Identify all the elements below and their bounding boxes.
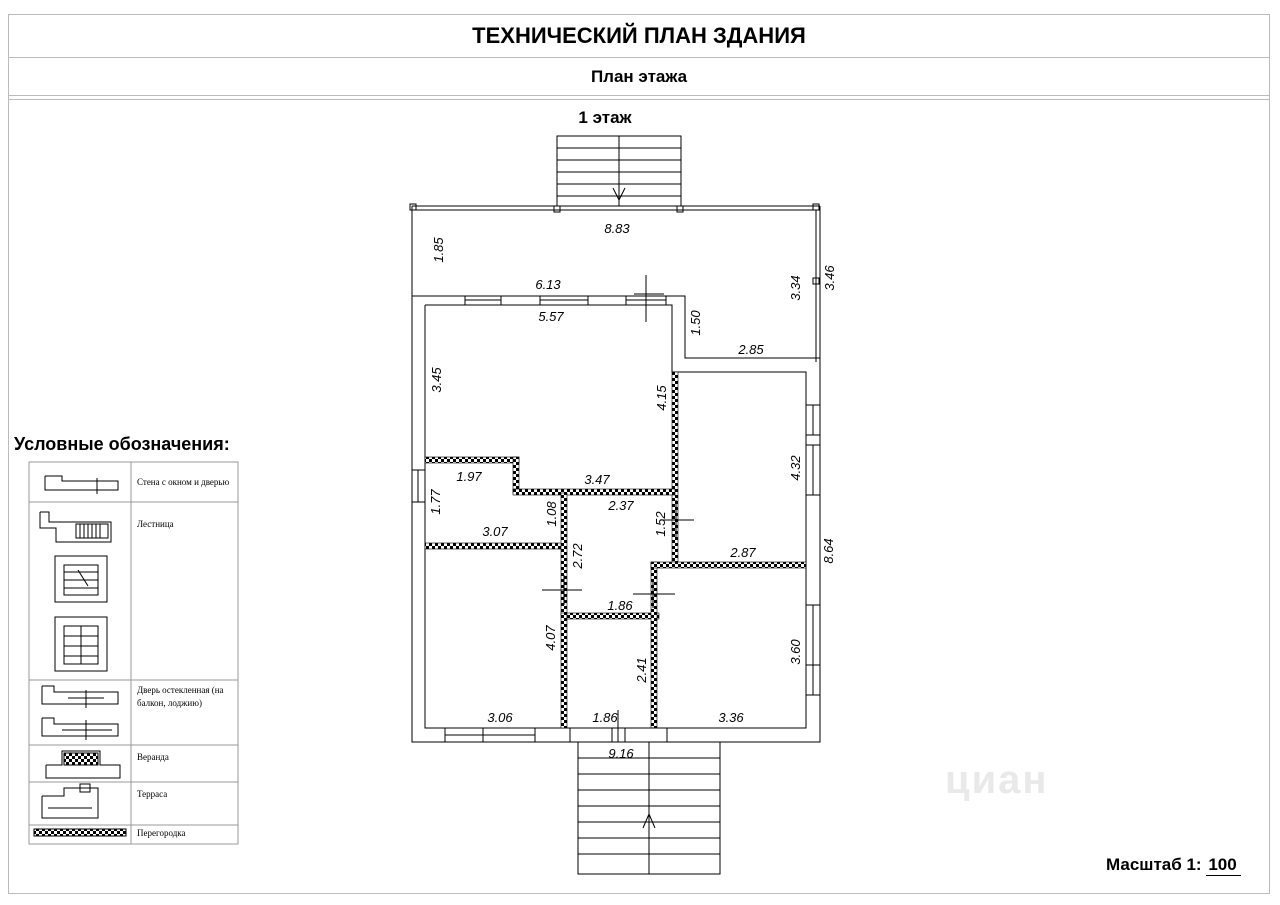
dim-room-left: 3.07: [482, 524, 508, 539]
dim-bath-bottom: 1.86: [592, 710, 618, 725]
drawing-area: [8, 99, 1270, 894]
dim-room-br-height: 3.60: [788, 639, 803, 665]
dim-corridor-v: 2.72: [570, 543, 585, 570]
dim-room-br-width: 3.36: [718, 710, 744, 725]
dim-right-outer: 3.46: [822, 265, 837, 291]
legend-label-glazed-door-1: Дверь остекленная (на: [137, 685, 224, 695]
legend-label-stairs: Лестница: [137, 519, 174, 529]
dim-room1-right: 4.15: [654, 385, 669, 411]
dim-hall-right: 3.47: [584, 472, 610, 487]
scale-indicator: Масштаб 1: 100: [1106, 855, 1241, 876]
legend-table: [28, 461, 239, 845]
floor-label: 1 этаж: [578, 108, 632, 127]
dim-total-width: 9.16: [608, 746, 634, 761]
legend-label-glazed-door-2: балкон, лоджию): [137, 698, 202, 708]
dim-bath-width: 1.86: [607, 598, 633, 613]
dim-corridor-a: 1.08: [544, 501, 559, 527]
dim-left-small: 1.77: [428, 489, 443, 515]
dim-room1-height: 3.45: [429, 367, 444, 393]
dim-room-bl-height: 4.07: [543, 625, 558, 651]
legend-title: Условные обозначения:: [14, 434, 230, 454]
legend-label-wall: Стена с окном и дверью: [137, 477, 230, 487]
top-stairs: [556, 135, 682, 207]
dim-hall-left: 1.97: [456, 469, 482, 484]
dim-corridor-width: 2.37: [607, 498, 634, 513]
outer-walls: [411, 295, 821, 743]
legend-label-terrace: Терраса: [137, 789, 167, 799]
veranda-outline: [409, 203, 821, 362]
scale-value: 100: [1206, 855, 1241, 876]
watermark-logo: циан: [945, 758, 1049, 802]
dim-corridor-height: 1.52: [653, 511, 668, 537]
legend-label-partition: Перегородка: [137, 828, 186, 838]
dim-room-right-mid: 2.87: [729, 545, 756, 560]
dim-total-height: 8.64: [821, 538, 836, 563]
partitions: [424, 371, 807, 729]
legend-symbols: [33, 475, 127, 837]
dim-room2-height: 4.32: [788, 455, 803, 481]
bottom-stairs: [569, 727, 721, 875]
legend-label-veranda: Веранда: [137, 752, 169, 762]
dim-room1-width: 5.57: [538, 309, 564, 324]
dim-left-porch: 1.85: [431, 237, 446, 263]
windows: [411, 295, 821, 743]
dim-inner-top: 6.13: [535, 277, 561, 292]
drawing-frame: [8, 14, 1270, 894]
dim-notch-depth: 1.50: [688, 310, 703, 336]
dim-top-width: 8.83: [604, 221, 630, 236]
dim-right-inner: 3.34: [788, 275, 803, 300]
page-subtitle: План этажа: [8, 58, 1270, 96]
dim-bath-height: 2.41: [634, 657, 649, 683]
scale-label: Масштаб 1:: [1106, 855, 1202, 874]
legend-labels: Стена с окном и дверью Лестница Дверь ос…: [137, 477, 230, 838]
page-title: ТЕХНИЧЕСКИЙ ПЛАН ЗДАНИЯ: [8, 14, 1270, 58]
dim-room-bl-width: 3.06: [487, 710, 513, 725]
dim-notch-width: 2.85: [737, 342, 764, 357]
dimension-labels: 8.83 1.85 6.13 5.57 1.50 2.85 3.34 3.46 …: [428, 221, 837, 761]
